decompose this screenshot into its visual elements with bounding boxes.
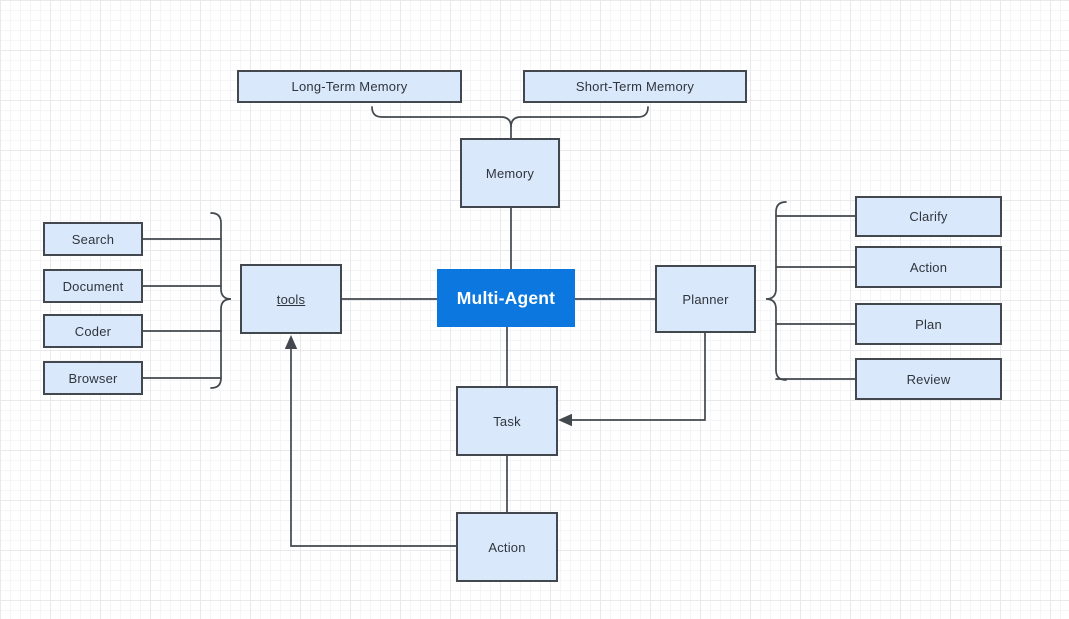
- node-label: tools: [276, 291, 306, 307]
- node-browser[interactable]: Browser: [43, 361, 143, 395]
- brace-planner-group: [765, 201, 856, 381]
- node-memory[interactable]: Memory: [460, 138, 560, 208]
- node-tools[interactable]: tools: [240, 264, 342, 334]
- node-label: Search: [71, 231, 115, 247]
- node-action[interactable]: Action: [456, 512, 558, 582]
- node-label: Planner: [682, 291, 729, 307]
- brace-tools-group: [142, 212, 232, 389]
- node-label: Plan: [915, 316, 942, 332]
- node-label: Browser: [68, 370, 118, 386]
- node-search[interactable]: Search: [43, 222, 143, 256]
- node-planner[interactable]: Planner: [655, 265, 756, 333]
- node-long-term-memory[interactable]: Long-Term Memory: [237, 70, 462, 103]
- node-planner-action[interactable]: Action: [855, 246, 1002, 288]
- node-review[interactable]: Review: [855, 358, 1002, 400]
- node-short-term-memory[interactable]: Short-Term Memory: [523, 70, 747, 103]
- node-label: Action: [488, 539, 526, 555]
- node-plan[interactable]: Plan: [855, 303, 1002, 345]
- node-label: Review: [906, 371, 951, 387]
- node-multi-agent[interactable]: Multi-Agent: [437, 269, 575, 327]
- node-label: Short-Term Memory: [575, 79, 695, 94]
- connector-action-to-tools: [284, 335, 457, 547]
- node-document[interactable]: Document: [43, 269, 143, 303]
- node-label: Memory: [485, 165, 535, 181]
- node-coder[interactable]: Coder: [43, 314, 143, 348]
- arrowhead-into-tools: [284, 335, 298, 349]
- node-label: Long-Term Memory: [291, 79, 408, 94]
- arrowhead-into-task: [558, 413, 572, 427]
- brace-memory-group: [371, 106, 649, 139]
- node-label: Coder: [74, 323, 112, 339]
- connector-planner-to-task: [558, 332, 706, 427]
- node-label: Task: [493, 413, 521, 429]
- node-clarify[interactable]: Clarify: [855, 196, 1002, 237]
- node-task[interactable]: Task: [456, 386, 558, 456]
- node-label: Document: [62, 278, 124, 294]
- node-label: Clarify: [909, 209, 948, 224]
- node-label: Action: [909, 259, 948, 275]
- node-label: Multi-Agent: [456, 287, 556, 308]
